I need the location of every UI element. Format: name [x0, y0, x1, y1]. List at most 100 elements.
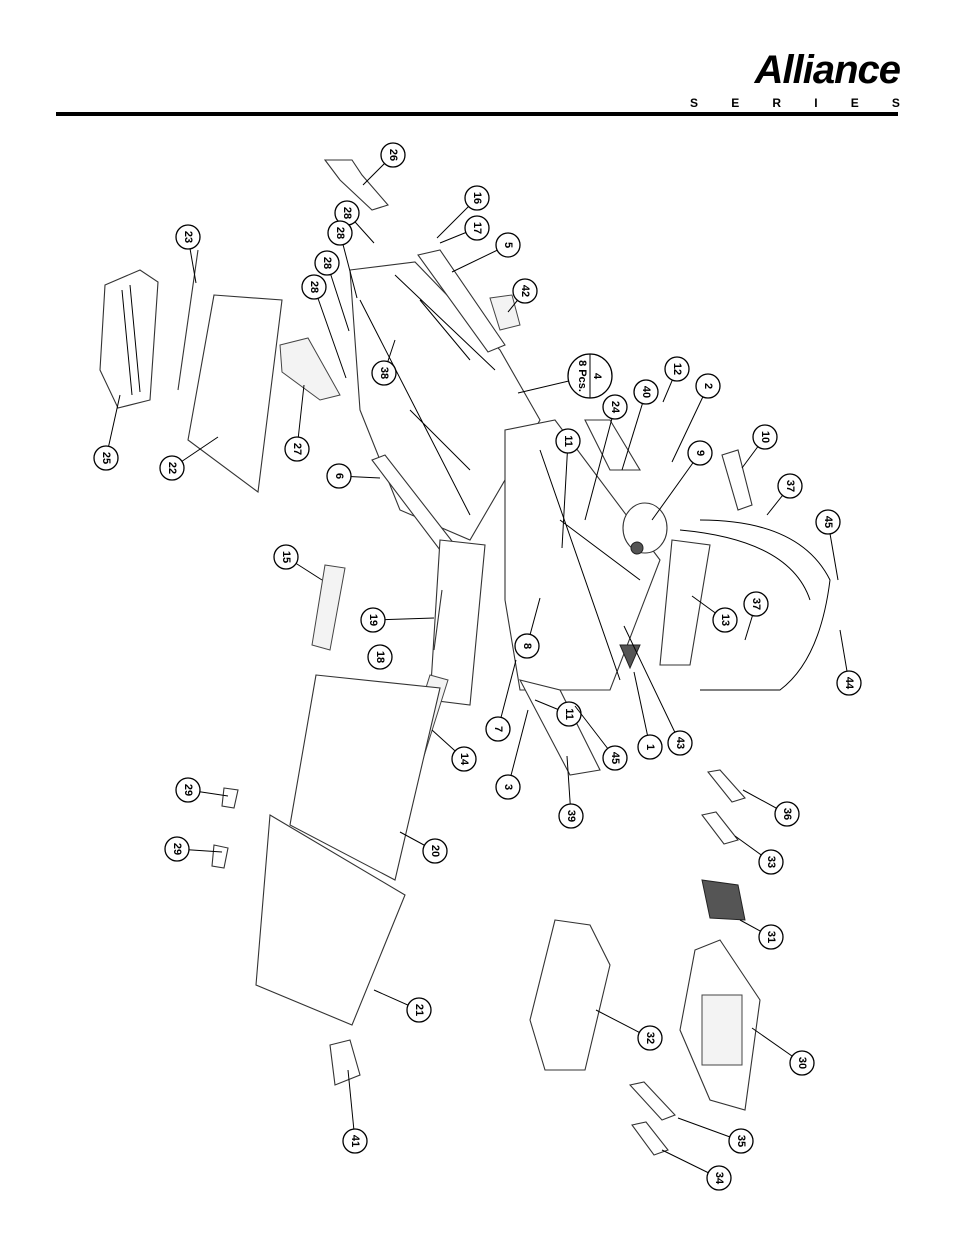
part-front-roller — [312, 565, 345, 650]
part-motor-hood — [280, 338, 340, 400]
part-motor-control — [722, 450, 752, 510]
callout-label: 28 — [308, 281, 320, 293]
callout-c31: 31 — [740, 920, 783, 949]
callout-label: 5 — [502, 242, 514, 248]
callout-label: 22 — [166, 462, 178, 474]
callout-label: 41 — [349, 1135, 361, 1147]
callout-label: 18 — [374, 651, 386, 663]
callout-label: 21 — [413, 1004, 425, 1016]
callout-c27: 27 — [285, 385, 309, 461]
part-bracket — [325, 160, 388, 210]
callout-label: 32 — [644, 1032, 656, 1044]
callout-label: 7 — [492, 726, 504, 732]
callout-c18: 18 — [368, 645, 392, 669]
callout-label: 23 — [182, 231, 194, 243]
callout-label: 6 — [333, 473, 345, 479]
part-clip — [212, 845, 228, 868]
callout-label: 9 — [694, 450, 706, 456]
part-keypad — [702, 995, 742, 1065]
part-upright-right — [585, 420, 640, 470]
part-handrail-right — [708, 770, 745, 802]
callout-c44: 44 — [837, 630, 861, 695]
callout-label: 13 — [719, 614, 731, 626]
callout-label: 27 — [291, 443, 303, 455]
callout-c21: 21 — [374, 990, 431, 1022]
callout-c37a: 37 — [767, 474, 802, 515]
callout-c29a: 29 — [176, 778, 228, 802]
callout-c15: 15 — [274, 545, 322, 580]
callout-label: 11 — [562, 435, 574, 447]
callout-label: 37 — [784, 480, 796, 492]
callout-label: 37 — [750, 598, 762, 610]
part-crossmember — [660, 540, 710, 665]
part-strip — [178, 250, 198, 390]
callout-c45a: 45 — [816, 510, 840, 580]
callout-label: 38 — [378, 367, 390, 379]
callout-c20: 20 — [400, 832, 447, 863]
callout-c26: 26 — [363, 143, 405, 185]
part-handrail-left — [702, 812, 738, 844]
callout-label: 40 — [640, 386, 652, 398]
part-console-base — [530, 920, 610, 1070]
callout-c41: 41 — [343, 1070, 367, 1153]
callout-label: 44 — [843, 677, 855, 690]
callout-label: 29 — [171, 843, 183, 855]
callout-c32: 32 — [596, 1010, 662, 1050]
callout-c10: 10 — [742, 425, 777, 468]
callout-label: 28 — [334, 227, 346, 239]
part-bracket-42 — [490, 295, 520, 330]
callout-label: 31 — [765, 931, 777, 943]
part-clip — [222, 788, 238, 808]
callout-label: 19 — [367, 614, 379, 626]
callout-c36: 36 — [743, 790, 799, 826]
callout-label: 30 — [796, 1057, 808, 1069]
callout-label: 11 — [563, 708, 575, 720]
callout-label: 15 — [280, 551, 292, 563]
callout-label: 45 — [609, 752, 621, 764]
callout-c7: 7 — [486, 660, 516, 741]
callout-label: 45 — [822, 516, 834, 528]
callout-label: 8 — [521, 643, 533, 649]
callout-c17: 17 — [440, 216, 489, 243]
callout-label: 2 — [702, 383, 714, 389]
callout-label: 1 — [644, 744, 656, 750]
callout-c34: 34 — [662, 1150, 731, 1190]
part-control-board — [702, 880, 745, 920]
callout-label: 10 — [759, 431, 771, 443]
callout-c1: 1 — [634, 672, 662, 759]
callout-label: 25 — [100, 452, 112, 464]
callout-label: 42 — [519, 285, 531, 297]
callout-label: 28 — [321, 257, 333, 269]
callout-c37b: 37 — [744, 592, 768, 640]
callout-label: 20 — [429, 845, 441, 857]
callout-label: 39 — [565, 810, 577, 822]
callout-c33: 33 — [735, 836, 783, 874]
callout-label: 29 — [182, 784, 194, 796]
callout-label: 26 — [387, 149, 399, 161]
callout-c14: 14 — [432, 730, 476, 771]
callout-c30: 30 — [752, 1028, 814, 1075]
part-grip-sensor — [630, 1082, 675, 1120]
callout-c25: 25 — [94, 395, 120, 470]
callout-c9: 9 — [652, 441, 712, 520]
callout-label: 3 — [502, 784, 514, 790]
callout-c4: 48 Pcs. — [518, 354, 612, 398]
callout-c12: 12 — [663, 357, 689, 402]
callout-c19: 19 — [361, 608, 434, 632]
parts-drawing — [100, 160, 830, 1155]
part-rear-guard — [100, 270, 158, 408]
callout-label: 14 — [458, 753, 470, 766]
callout-label: 17 — [471, 222, 483, 234]
part-drive-motor — [623, 503, 667, 553]
callout-label: 43 — [674, 737, 686, 749]
callout-label: 34 — [713, 1172, 725, 1185]
callout-label: 24 — [609, 401, 621, 414]
part-deck-panel — [188, 295, 282, 492]
callout-label: 35 — [735, 1135, 747, 1147]
callout-label: 33 — [765, 856, 777, 868]
callout-label: 16 — [471, 192, 483, 204]
callout-label: 36 — [781, 808, 793, 820]
callout-c5: 5 — [452, 233, 520, 272]
part-foot-bracket — [330, 1040, 360, 1085]
